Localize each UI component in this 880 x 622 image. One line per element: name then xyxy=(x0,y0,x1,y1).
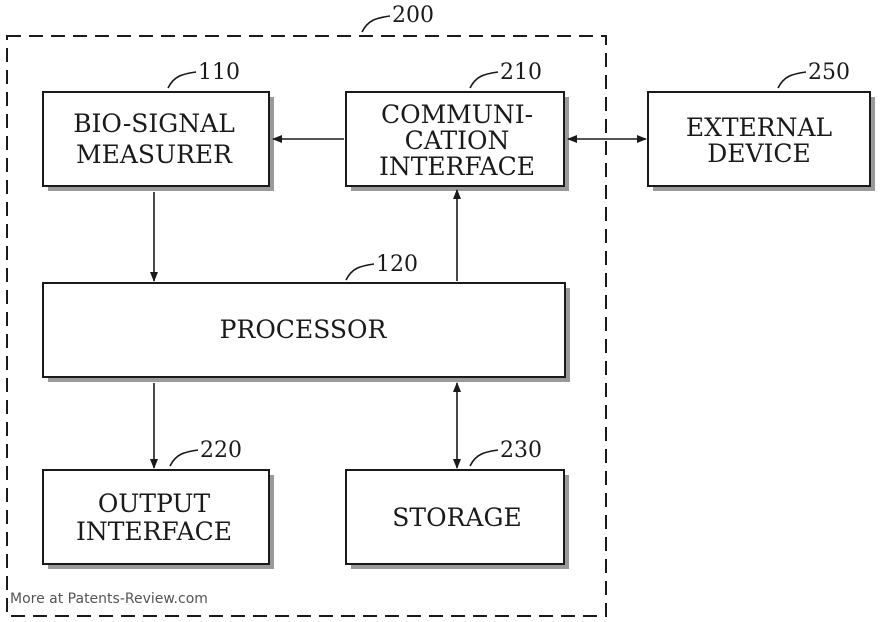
comm-label-2: CATION xyxy=(405,126,510,155)
ref-230: 230 xyxy=(500,438,542,463)
ref-leader-250 xyxy=(777,71,807,89)
ref-leader-220 xyxy=(169,449,199,467)
storage-box xyxy=(345,469,565,565)
output-interface-box xyxy=(42,469,270,565)
bio-label-1: BIO-SIGNAL xyxy=(73,109,235,138)
ref-leader-120 xyxy=(345,263,375,281)
output-label-1: OUTPUT xyxy=(98,489,211,518)
external-label-1: EXTERNAL xyxy=(686,113,832,142)
ref-200: 200 xyxy=(392,3,434,28)
output-label-2: INTERFACE xyxy=(76,517,232,546)
comm-label-3: INTERFACE xyxy=(379,152,535,181)
ref-leader-230 xyxy=(469,449,499,467)
bio-label-2: MEASURER xyxy=(76,140,233,169)
watermark: More at Patents-Review.com xyxy=(10,591,208,607)
ref-110: 110 xyxy=(198,60,240,85)
ref-leader-200 xyxy=(361,15,391,33)
ref-220: 220 xyxy=(200,438,242,463)
ref-120: 120 xyxy=(376,252,418,277)
ref-210: 210 xyxy=(500,60,542,85)
external-label-2: DEVICE xyxy=(707,139,811,168)
processor-label: PROCESSOR xyxy=(220,315,388,344)
comm-label-1: COMMUNI- xyxy=(381,100,533,129)
processor-box xyxy=(42,282,566,378)
ref-leader-210 xyxy=(469,71,499,89)
communication-interface-box xyxy=(345,91,565,187)
system-boundary xyxy=(6,35,607,617)
storage-label: STORAGE xyxy=(392,503,521,532)
bio-signal-measurer-box xyxy=(42,91,270,187)
ref-250: 250 xyxy=(808,60,850,85)
external-device-box xyxy=(647,91,871,187)
ref-leader-110 xyxy=(167,71,197,89)
